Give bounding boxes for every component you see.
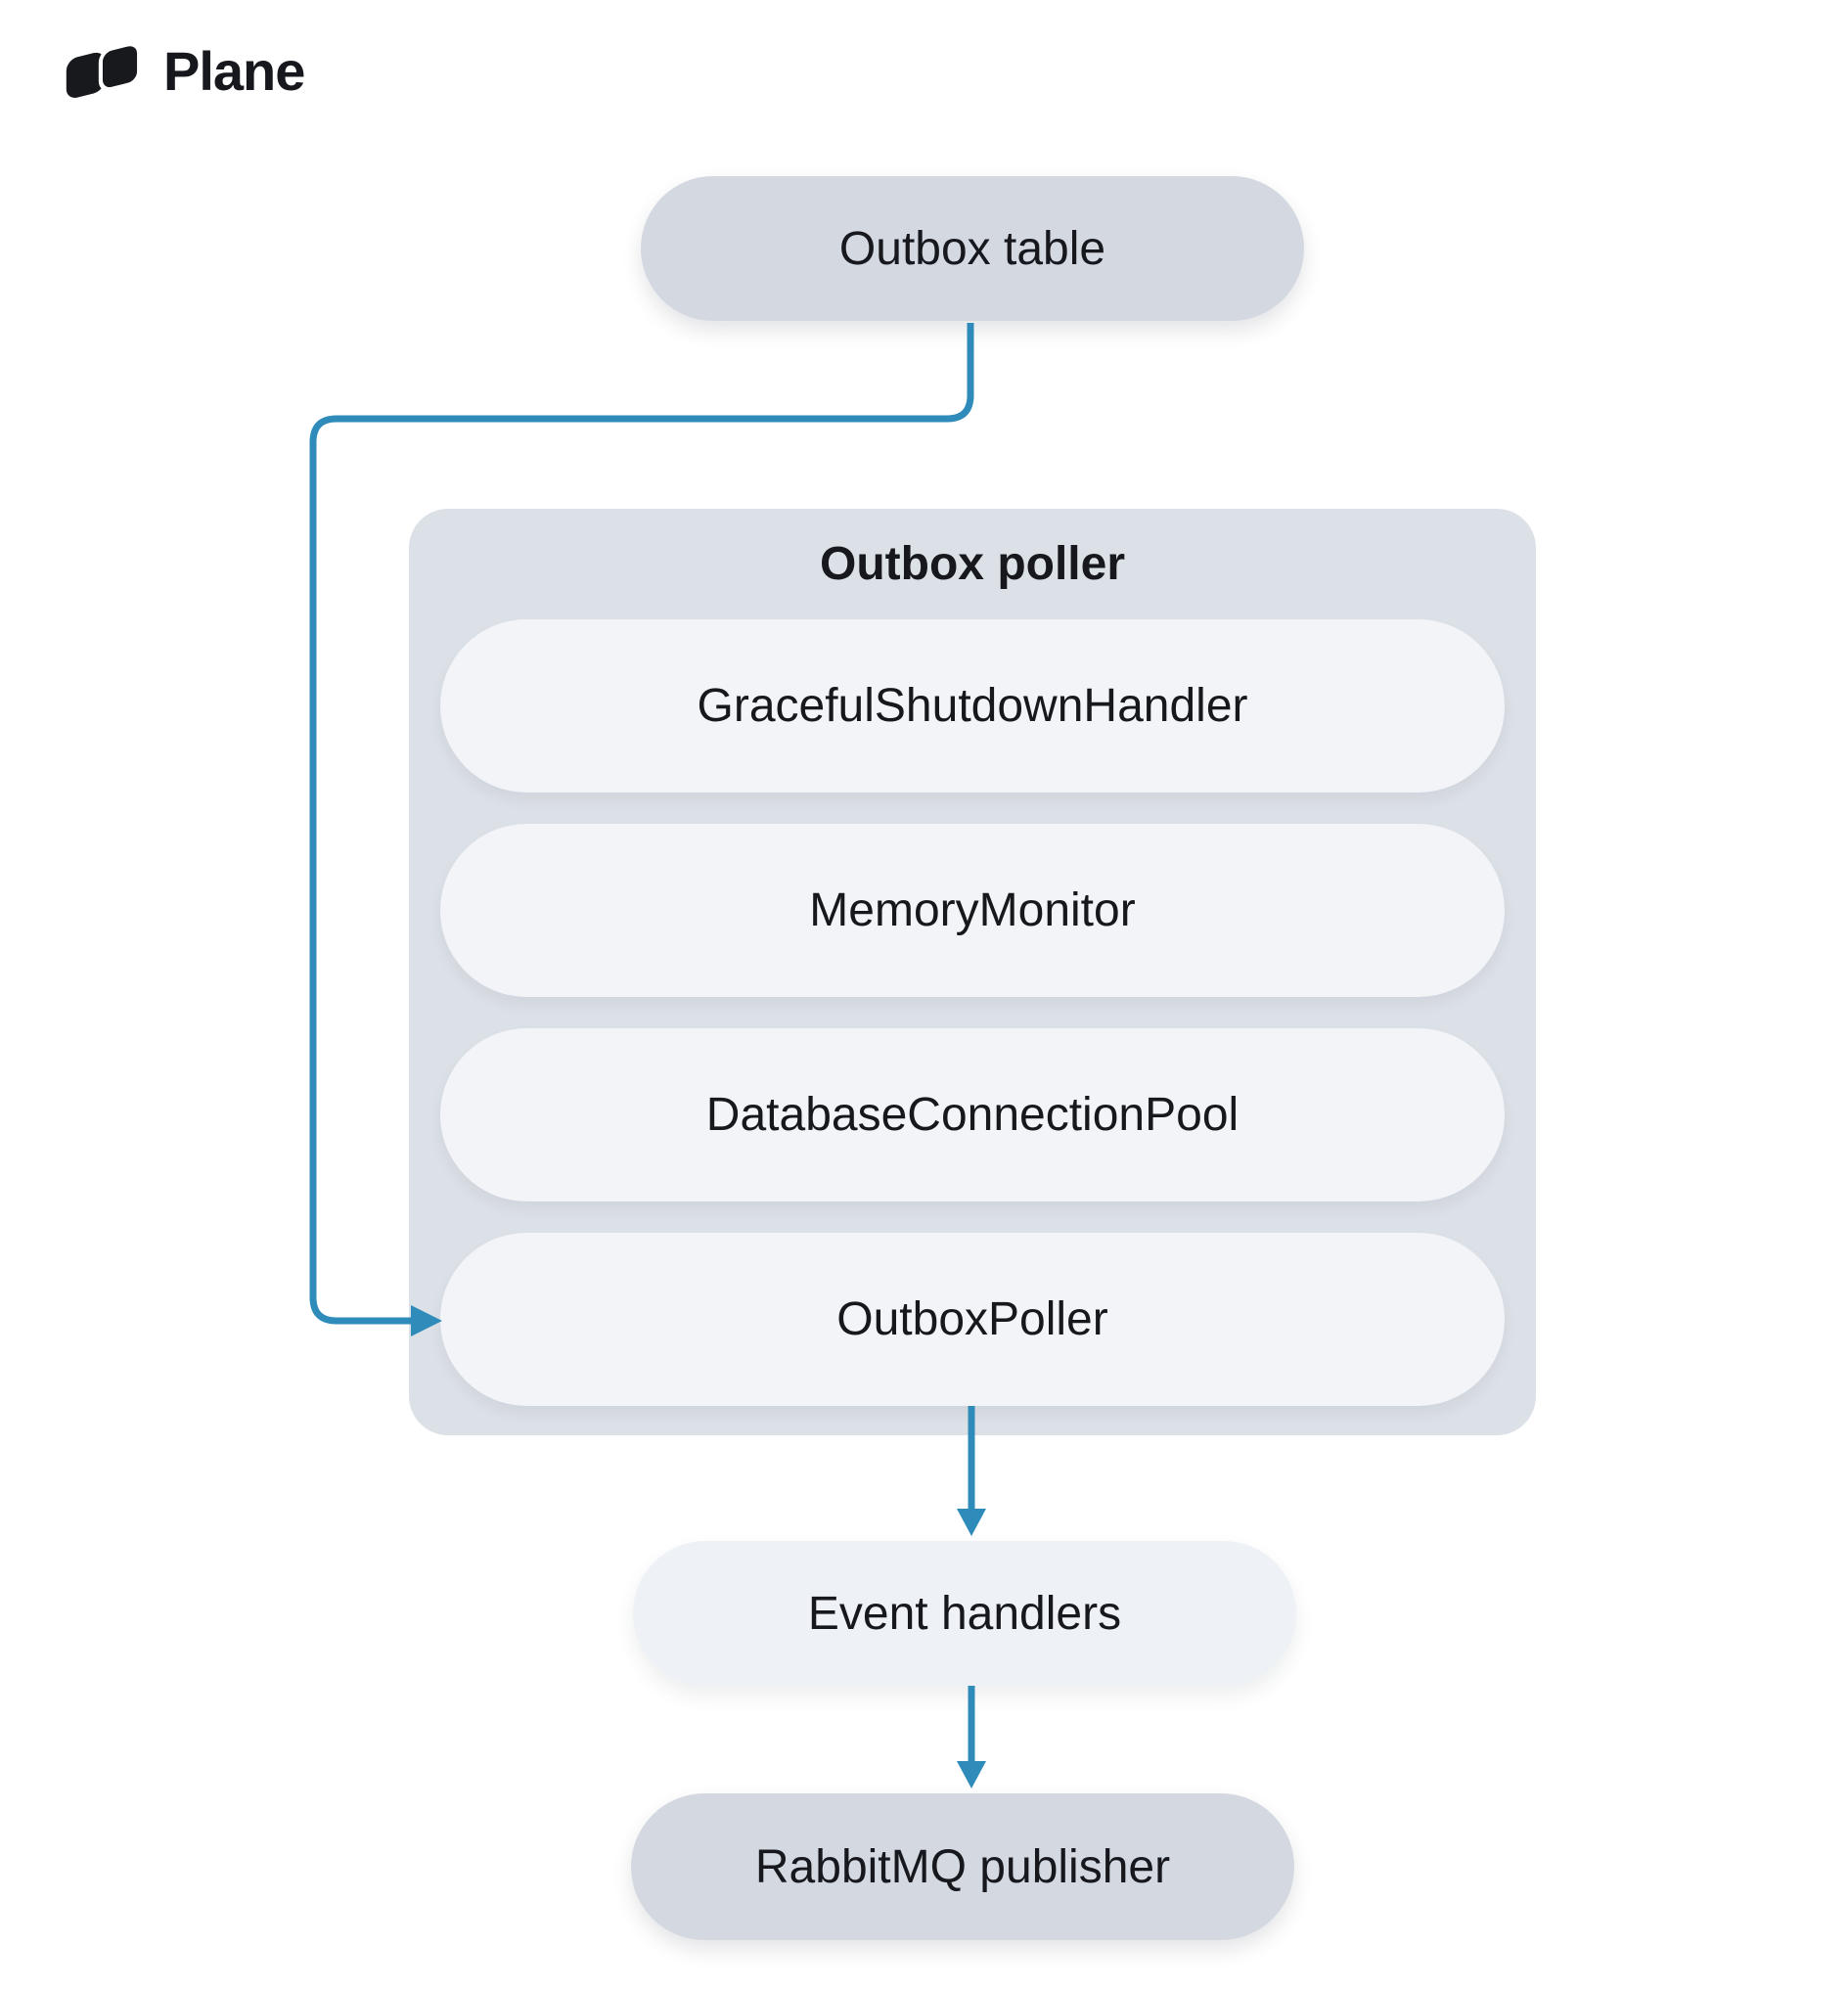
- node-outbox-table: Outbox table: [641, 176, 1304, 321]
- node-outbox-poller: OutboxPoller: [440, 1233, 1505, 1406]
- node-memory-monitor: MemoryMonitor: [440, 824, 1505, 997]
- node-graceful-shutdown-handler: GracefulShutdownHandler: [440, 619, 1505, 792]
- group-outbox-poller-title: Outbox poller: [820, 538, 1125, 590]
- node-event-handlers: Event handlers: [633, 1541, 1296, 1686]
- node-outbox-table-label: Outbox table: [838, 222, 1106, 275]
- plane-logo-icon: [66, 41, 142, 98]
- group-outbox-poller: Outbox poller GracefulShutdownHandler Me…: [409, 509, 1536, 1435]
- node-rabbitmq-publisher: RabbitMQ publisher: [631, 1793, 1294, 1940]
- brand-name: Plane: [163, 40, 305, 102]
- node-database-connection-pool: DatabaseConnectionPool: [440, 1028, 1505, 1201]
- brand-logo: Plane: [62, 39, 305, 103]
- node-memory-monitor-label: MemoryMonitor: [809, 884, 1136, 936]
- node-outbox-poller-label: OutboxPoller: [836, 1293, 1108, 1345]
- node-event-handlers-label: Event handlers: [807, 1587, 1122, 1640]
- arrow-head-down-icon: [957, 1761, 986, 1788]
- node-graceful-shutdown-handler-label: GracefulShutdownHandler: [697, 680, 1248, 732]
- arrow-head-down-icon: [957, 1509, 986, 1536]
- node-rabbitmq-publisher-label: RabbitMQ publisher: [754, 1840, 1171, 1893]
- node-database-connection-pool-label: DatabaseConnectionPool: [705, 1089, 1240, 1141]
